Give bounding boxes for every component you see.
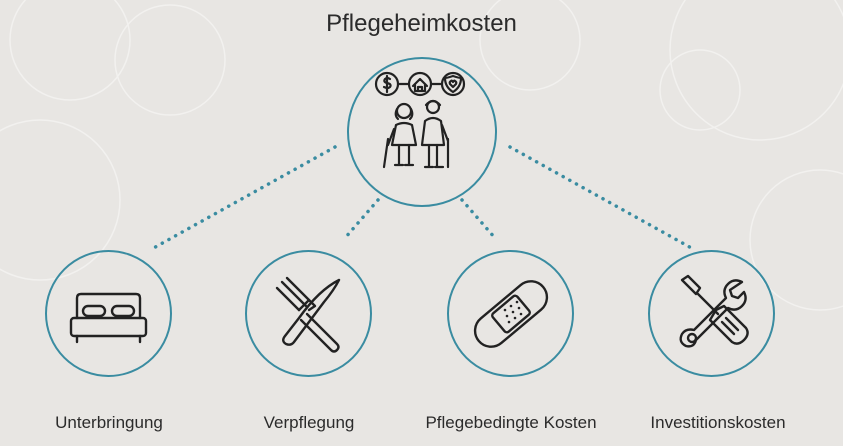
fork-knife-icon <box>275 276 341 353</box>
node-unterbringung <box>45 250 172 377</box>
node-pflegebedingte-kosten <box>447 250 574 377</box>
tools-icon <box>679 274 749 348</box>
diagram-title: Pflegeheimkosten <box>326 10 517 37</box>
elderly-couple-icon <box>374 71 466 169</box>
connector-verpflegung <box>343 198 380 240</box>
label-unterbringung: Unterbringung <box>55 413 163 432</box>
node-investitionskosten <box>648 250 775 377</box>
label-verpflegung: Verpflegung <box>263 413 355 432</box>
connector-investition <box>508 145 697 252</box>
label-pflegebedingte-kosten: Pflegebedingte Kosten <box>425 413 597 432</box>
bandage-icon <box>473 280 549 348</box>
center-node <box>347 57 497 207</box>
label-investitionskosten: Investitionskosten <box>650 413 786 432</box>
node-verpflegung <box>245 250 372 377</box>
connector-unterbringung <box>148 145 337 252</box>
bed-icon <box>69 292 148 344</box>
connector-pflegebedingte <box>460 198 497 240</box>
